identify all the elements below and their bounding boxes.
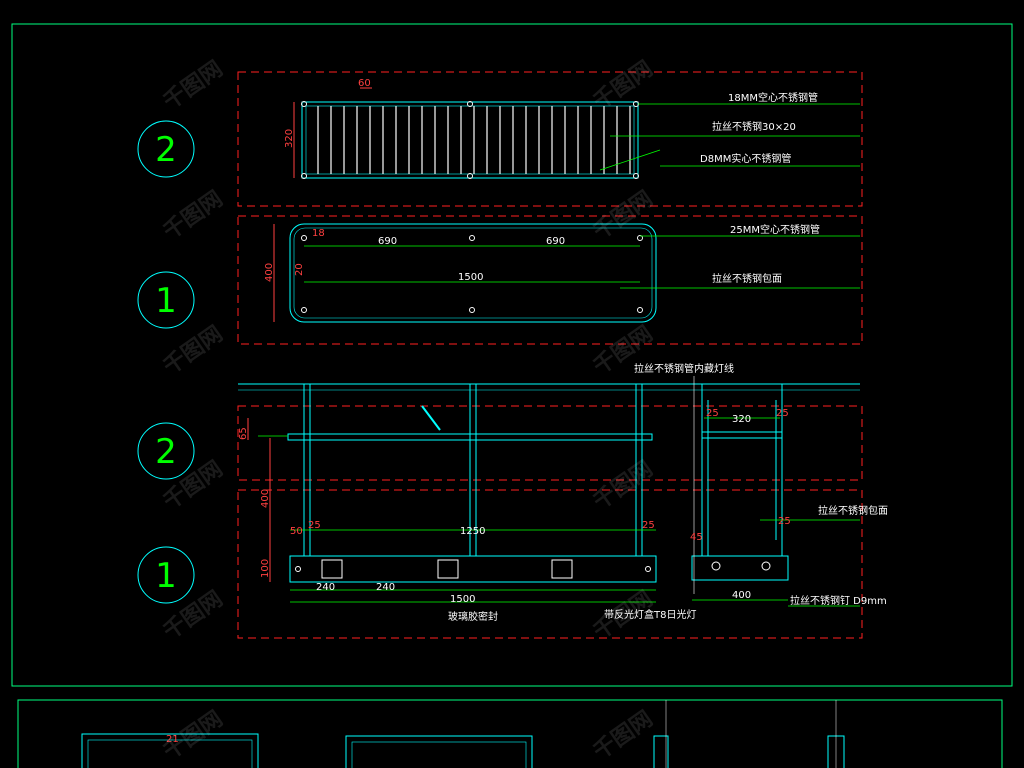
dim-side-right: 25	[776, 408, 789, 419]
plan-detail: 400 20 18 690 690 1500 25MM空心不锈钢管 拉丝不锈钢包…	[264, 223, 860, 323]
detail-markers: 2 1 2 1	[137, 120, 195, 604]
note-flat-bar: 拉丝不锈钢30×20	[712, 120, 796, 133]
grille-frame-inner	[305, 105, 635, 175]
detail-marker-label: 1	[155, 281, 177, 321]
dim-side-left: 25	[706, 408, 719, 419]
dim-240-left: 240	[316, 582, 335, 593]
drawing-frame-upper	[11, 23, 1013, 687]
detail-marker-circle	[137, 422, 195, 480]
elevation: 拉丝不锈钢管内藏灯线 25 320 25 65 400 50 25 1250 2…	[238, 362, 888, 623]
section-box-mid-elevation	[237, 405, 863, 481]
note-t8-light: 带反光灯盒T8日光灯	[604, 608, 696, 621]
note-glass-seal: 玻璃胶密封	[448, 610, 498, 623]
watermark-text: 千图网	[589, 457, 657, 515]
section-box-bottom-elevation	[237, 489, 863, 639]
note-tube-18mm: 18MM空心不锈钢管	[728, 91, 818, 104]
dim-400: 400	[732, 590, 751, 601]
note-tube-25mm: 25MM空心不锈钢管	[730, 223, 820, 236]
dim-rail: 65	[238, 427, 249, 440]
dim-plan-inner: 20	[294, 263, 305, 276]
watermark-text: 千图网	[159, 322, 227, 380]
dim-span-right: 690	[546, 236, 565, 247]
dim-plan-small: 18	[312, 228, 325, 239]
dim-inner-span: 1250	[460, 526, 485, 537]
elevation-rail	[287, 433, 653, 441]
watermark-text: 千图网	[159, 187, 227, 245]
note-nail: 拉丝不锈钢钉 D9mm	[790, 594, 887, 607]
watermarks: 千图网 千图网 千图网 千图网 千图网 千图网 千图网 千图网 千图网 千图网 …	[159, 57, 657, 765]
section-box-plan-detail	[237, 215, 863, 345]
dim-lower: 21	[166, 734, 179, 745]
detail-marker-circle	[137, 271, 195, 329]
dim-base: 100	[260, 559, 271, 578]
dim-span-left: 690	[378, 236, 397, 247]
note-tube-light: 拉丝不锈钢管内藏灯线	[634, 362, 734, 375]
dim-b: 25	[308, 520, 321, 531]
dim-plan-height: 400	[264, 263, 275, 282]
side-section-base	[691, 555, 789, 581]
dim-plan-total: 1500	[458, 272, 483, 283]
grille-frame	[301, 101, 639, 179]
dim-a: 50	[290, 526, 303, 537]
note-elev-cover: 拉丝不锈钢包面	[818, 504, 888, 517]
elevation-base	[289, 555, 657, 583]
plan-outline	[289, 223, 657, 323]
dim-240-right: 240	[376, 582, 395, 593]
section-boxes	[237, 71, 863, 639]
detail-marker-circle	[137, 546, 195, 604]
watermark-text: 千图网	[159, 57, 227, 115]
dim-25-right: 25	[778, 516, 791, 527]
detail-marker-label: 2	[155, 130, 177, 170]
grille-bolts	[301, 101, 639, 179]
watermark-text: 千图网	[589, 707, 657, 765]
dim-45: 45	[690, 532, 703, 543]
dim-elev-height: 400	[260, 489, 271, 508]
section-box-top-detail	[237, 71, 863, 207]
dim-side-mid: 320	[732, 414, 751, 425]
plan-outline-inner	[293, 227, 653, 319]
note-plan-cover: 拉丝不锈钢包面	[712, 272, 782, 285]
grille-bars	[317, 106, 631, 174]
drawing-frame-lower	[17, 699, 1003, 768]
dim-1500: 1500	[450, 594, 475, 605]
dim-c: 25	[642, 520, 655, 531]
grille-detail: 60 320 18MM空心不锈钢管 拉丝不锈钢30×20 D8MM实心不锈钢管	[284, 78, 860, 179]
lower-panel-drawings: 21	[81, 700, 845, 768]
detail-marker-label: 1	[155, 556, 177, 596]
note-solid-tube: D8MM实心不锈钢管	[700, 152, 791, 165]
detail-marker-circle	[137, 120, 195, 178]
dim-grille-height: 320	[284, 129, 295, 148]
detail-marker-label: 2	[155, 432, 177, 472]
dim-grille-spacing: 60	[358, 78, 371, 89]
